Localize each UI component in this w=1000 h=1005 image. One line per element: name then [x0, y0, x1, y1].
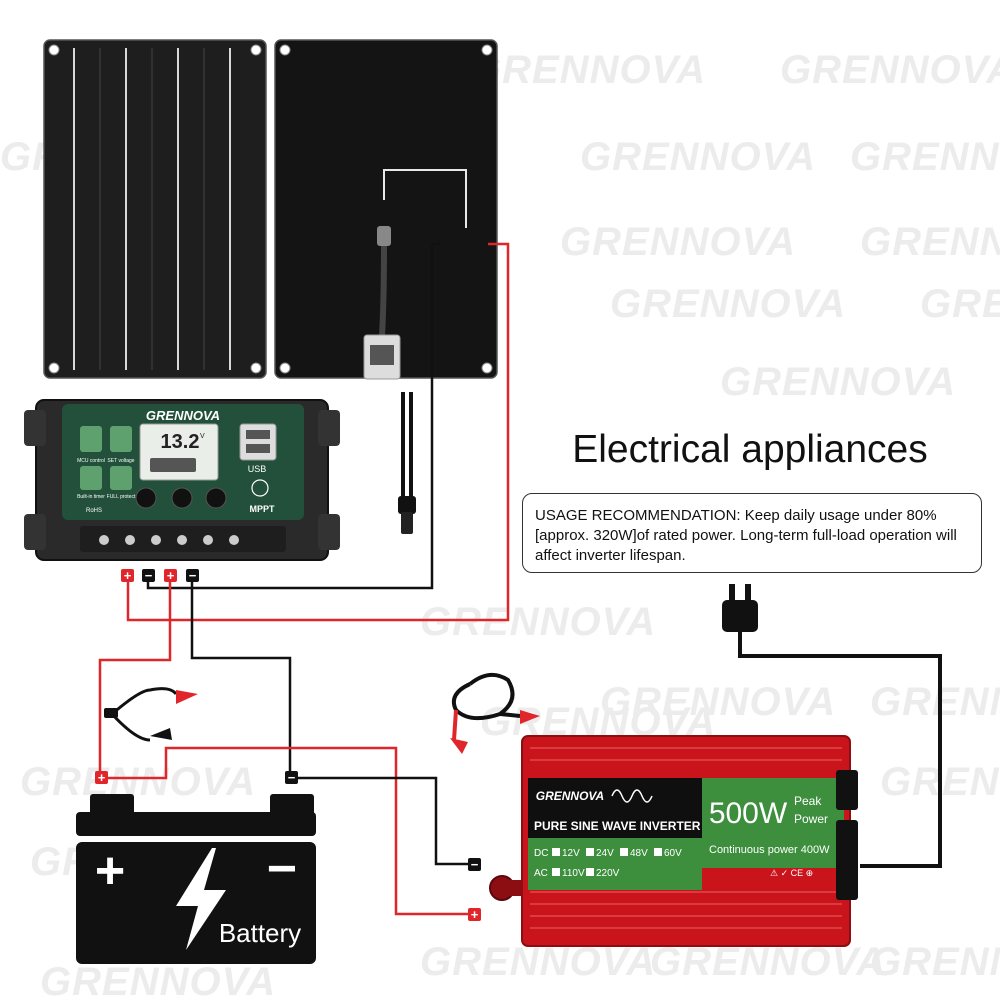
watermark: GRENNOVA — [870, 680, 1000, 724]
inverter-power: 500W — [709, 797, 788, 830]
peak-line2: Power — [794, 812, 828, 826]
watermark: GRENNOVA — [920, 282, 1000, 326]
ac-label: AC — [534, 868, 548, 879]
svg-text:−: − — [189, 568, 197, 583]
svg-text:+: + — [98, 770, 106, 785]
charge-controller: GRENNOVA MCU control SET voltage Built-i… — [24, 399, 340, 561]
bolt-icon — [176, 848, 226, 950]
dc-label: DC — [534, 848, 548, 859]
svg-text:+: + — [124, 568, 132, 583]
ac-option-220v: 220V — [596, 868, 620, 879]
set-voltage-label: SET voltage — [107, 458, 134, 464]
heading: Electrical appliances — [572, 428, 928, 471]
wiring — [98, 242, 942, 916]
mc4-cable — [398, 392, 416, 534]
inverter: GRENNOVA PURE SINE WAVE INVERTER 500W Pe… — [489, 735, 858, 947]
watermark: GRENNOVA — [420, 940, 657, 984]
cert-marks: ⚠ ✓ CE ⊕ — [770, 868, 813, 878]
battery-minus: − — [267, 840, 297, 898]
battery-label: Battery — [219, 918, 301, 948]
alligator-clip-cable-left — [104, 687, 198, 742]
terminal-markers: + − + − + − − + — [95, 568, 481, 922]
watermark: GRENNOVA — [420, 600, 657, 644]
plug-icon — [722, 584, 758, 632]
svg-text:+: + — [471, 907, 479, 922]
peak-line1: Peak — [794, 794, 822, 808]
solar-panel-front — [43, 39, 267, 379]
mcu-label: MCU control — [77, 458, 105, 464]
display-unit: V — [200, 433, 205, 440]
dc-option-60v: 60V — [664, 848, 682, 859]
dc-option-24v: 24V — [596, 848, 614, 859]
protect-label: FULL protect — [107, 494, 136, 500]
svg-text:−: − — [288, 770, 296, 785]
watermark: GRENNOVA — [20, 760, 257, 804]
usage-recommendation: USAGE RECOMMENDATION: Keep daily usage u… — [522, 493, 982, 573]
usb-label: USB — [248, 464, 267, 474]
watermark: GRENNOVA — [600, 680, 837, 724]
battery: + − Battery — [76, 794, 316, 964]
controller-brand: GRENNOVA — [146, 408, 220, 423]
battery-plus: + — [95, 842, 125, 900]
watermark: GRENNOVA — [650, 940, 887, 984]
svg-text:−: − — [145, 568, 153, 583]
svg-text:−: − — [471, 857, 479, 872]
ac-option-110v: 110V — [562, 868, 585, 879]
watermark: GRENNOVA — [610, 282, 847, 326]
watermark: GRENNOVA — [580, 135, 817, 179]
timer-label: Built-in timer — [77, 494, 105, 500]
display-value: 13.2 — [161, 431, 200, 453]
watermark: GRENNOVA — [40, 960, 277, 1004]
dc-option-12v: 12V — [562, 848, 580, 859]
dc-option-48v: 48V — [630, 848, 648, 859]
mppt-label: MPPT — [249, 504, 275, 514]
watermark: GRENNOVA — [470, 48, 707, 92]
alligator-clip-cable-right — [450, 672, 540, 754]
solar-panel-back — [274, 39, 498, 380]
inverter-product: PURE SINE WAVE INVERTER — [534, 819, 701, 833]
sine-wave-icon — [611, 789, 653, 803]
inverter-brand: GRENNOVA — [536, 789, 604, 803]
watermark: GRENNOVA — [780, 48, 1000, 92]
svg-text:+: + — [167, 568, 175, 583]
rohs-label: RoHS — [86, 508, 102, 514]
watermark: GRENNOVA — [860, 220, 1000, 264]
watermark: GRENNOVA — [560, 220, 797, 264]
continuous-power: Continuous power 400W — [709, 844, 830, 856]
watermark: GRENNOVA — [870, 940, 1000, 984]
watermark: GRENNOVA — [850, 135, 1000, 179]
watermark: GRENNOVA — [720, 360, 957, 404]
